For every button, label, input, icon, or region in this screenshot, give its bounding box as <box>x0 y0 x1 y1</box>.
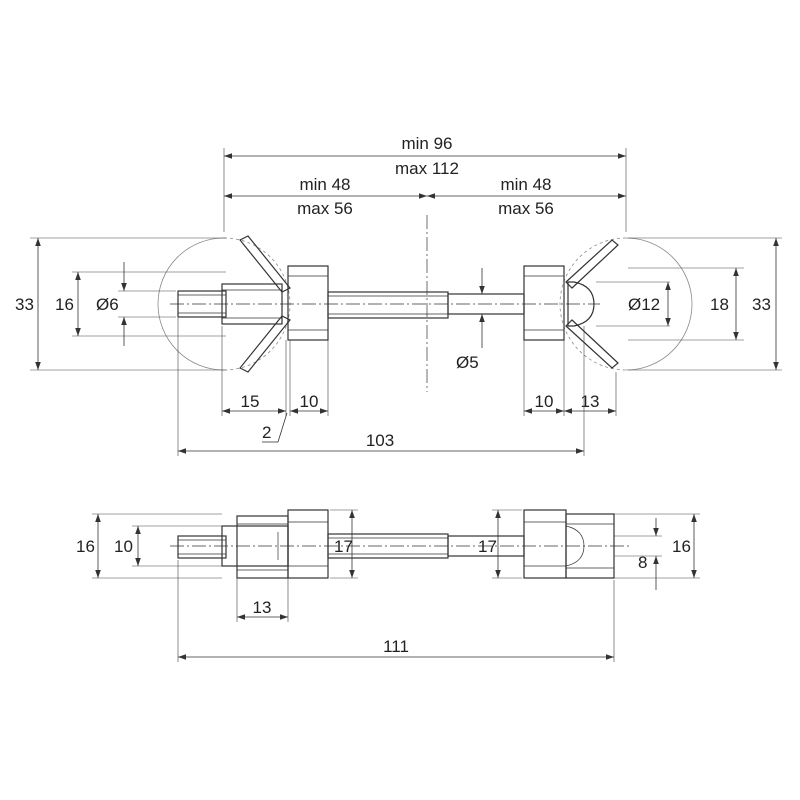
overall-max-label: max 112 <box>395 159 459 178</box>
right-panel-circle <box>559 237 693 371</box>
right-outer-height-label: 33 <box>752 295 771 314</box>
bottom-right-nut <box>523 509 567 579</box>
bottom-left-nut <box>221 515 289 579</box>
bottom-width-left-label: 17 <box>334 537 353 556</box>
left-washer-length-label: 10 <box>300 392 319 411</box>
top-total-length-label: 103 <box>366 431 394 450</box>
bolt-diameter-label: Ø5 <box>456 353 479 372</box>
bottom-total-length-label: 111 <box>383 637 409 656</box>
left-half-min-label: min 48 <box>299 175 350 194</box>
top-view: min 96 max 112 min 48 max 56 min 48 max … <box>15 134 782 456</box>
right-nut-length-label: 10 <box>535 392 554 411</box>
left-nut-length-label: 15 <box>241 392 260 411</box>
bottom-view: 16 10 17 17 8 16 13 111 <box>76 509 700 662</box>
bottom-nut-length-label: 13 <box>253 598 272 617</box>
gap-small-label: 2 <box>262 423 271 442</box>
left-half-max-label: max 56 <box>297 199 353 218</box>
left-outer-height-label: 33 <box>15 295 34 314</box>
left-washer <box>287 265 329 341</box>
overall-min-label: min 96 <box>401 134 452 153</box>
right-half-min-label: min 48 <box>500 175 551 194</box>
left-inner-height-label: 16 <box>55 295 74 314</box>
bottom-left-outer-label: 16 <box>76 537 95 556</box>
bottom-right-outer-label: 16 <box>672 537 691 556</box>
bottom-left-rod <box>177 535 227 559</box>
bottom-right-cap <box>565 513 615 579</box>
right-nut <box>523 265 565 341</box>
left-rod-diameter-label: Ø6 <box>96 295 119 314</box>
bottom-right-inner-label: 8 <box>638 553 647 572</box>
bottom-left-washer <box>287 509 329 579</box>
right-head-diameter-label: Ø12 <box>628 295 660 314</box>
bottom-left-inner-label: 10 <box>114 537 133 556</box>
main-bolt <box>327 291 525 319</box>
right-cap-length-label: 13 <box>581 392 600 411</box>
right-half-max-label: max 56 <box>498 199 554 218</box>
right-wing-claws <box>565 239 619 369</box>
bottom-width-right-label: 17 <box>478 537 497 556</box>
right-inner-height-label: 18 <box>710 295 729 314</box>
left-wing-claws <box>239 235 291 373</box>
bottom-main-bolt <box>327 533 525 559</box>
